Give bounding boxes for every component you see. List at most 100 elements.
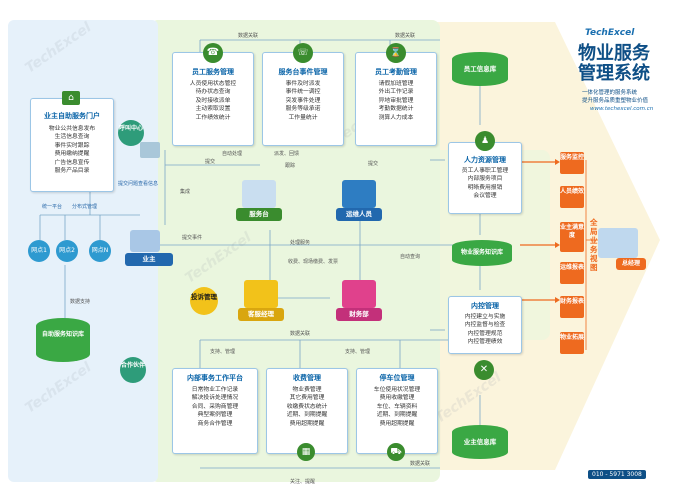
list-item: 费用超期提醒	[289, 420, 325, 427]
track-label: 跟踪	[285, 163, 296, 169]
list-item: 内控管理绩效	[467, 339, 503, 346]
service-desk-role[interactable]: 服务台	[236, 208, 282, 221]
owner-role[interactable]: 业主	[125, 253, 173, 266]
right-tag[interactable]: 财务报表	[560, 296, 584, 318]
list-item: 收缴费状态统计	[286, 403, 328, 410]
right-tag[interactable]: 运维报表	[560, 262, 584, 284]
brand-title-1: 物业服务	[578, 43, 650, 64]
internal-control-box: 内控管理 内控建立与实施 内控监督与检查 内控管理规范 内控管理绩效	[448, 296, 522, 354]
submit-event-label: 提交事件	[182, 235, 203, 241]
boss-role[interactable]: 总经理	[616, 258, 646, 270]
portal-items: 物业公共信息发布 生活信息查询 事件实时跟踪 费用缴纳提醒 广告信息宣传 服务产…	[31, 125, 113, 175]
list-item: 测算人力成本	[378, 114, 414, 121]
data-link-label: 数据关联	[290, 331, 311, 337]
property-kb: 物业服务知识库	[452, 240, 512, 266]
list-item: 异地审批管理	[378, 97, 414, 104]
phone-icon: ☎	[203, 43, 223, 63]
list-item: 费用缴纳提醒	[54, 151, 90, 158]
site-node-n[interactable]: 网点N	[89, 240, 111, 262]
brand-tagline-2: 提升服务品质重塑物业价值	[582, 98, 649, 104]
ops-role[interactable]: 运维人员	[336, 208, 382, 221]
boss-figure	[598, 228, 638, 258]
finance-role[interactable]: 财务部	[336, 308, 382, 321]
truck-icon: ⛟	[387, 443, 405, 461]
list-item: 考勤数据统计	[378, 106, 414, 113]
connector-lines	[39, 39, 481, 469]
list-item: 商务合作管理	[197, 420, 233, 427]
box-items: 物业费管理 其它费用管理 收缴费状态统计 近期、到期提醒 费用超期提醒	[267, 386, 347, 428]
ops-figure	[342, 180, 376, 208]
portal-title: 业主自助服务门户	[44, 112, 100, 120]
charges-label: 收费、现场缴费、发票	[288, 259, 339, 265]
list-item: 事件实时跟踪	[54, 142, 90, 149]
right-tag[interactable]: 物业拓展	[560, 332, 584, 354]
dispatch-label: 派发、回馈	[274, 151, 300, 157]
list-item: 广告信息宣传	[54, 159, 90, 166]
list-item: 人员使用状态管控	[189, 81, 237, 87]
submit-label: 提交	[368, 161, 379, 167]
right-tag[interactable]: 人员绩效	[560, 186, 584, 208]
data-link-label: 数据关联	[395, 33, 416, 39]
box-title: 员工考勤管理	[375, 68, 417, 76]
calculator-icon: ▦	[297, 443, 315, 461]
orange-arrows	[520, 161, 555, 301]
box-title: 收费管理	[293, 374, 321, 382]
brand-phone: 010 - 5971 3008	[588, 470, 646, 479]
platform-label: 统一平台	[42, 204, 63, 210]
people-icon: ♟	[475, 131, 495, 151]
data-link-label: 数据关联	[238, 33, 259, 39]
complaint-node[interactable]: 投诉管理	[190, 287, 218, 315]
list-item: 内控管理规范	[467, 330, 503, 337]
phone-icon	[140, 142, 160, 158]
box-items: 员工人事职工管理 内部服务项目 明晰费用报销 会议管理	[449, 167, 521, 201]
finance-figure	[342, 280, 376, 308]
manager-role[interactable]: 客服经理	[238, 308, 284, 321]
list-item: 事件及时派发	[285, 81, 321, 87]
support-label: 支持、管理	[210, 349, 236, 355]
attendance-box: ⌛ 员工考勤管理 请假加班管理 外出工作记录 异地审批管理 考勤数据统计 测算人…	[355, 43, 437, 146]
list-item: 工作绩效统计	[195, 114, 231, 121]
box-title: 员工服务管理	[192, 68, 234, 76]
self-service-kb: 自助服务知识库	[36, 318, 90, 362]
list-item: 日常物业工作记录	[191, 387, 239, 393]
list-item: 服务等级承诺	[285, 106, 321, 113]
owner-db: 业主信息库	[452, 425, 508, 459]
headset-icon: ☏	[293, 43, 313, 63]
list-item: 内控建立与实施	[464, 314, 506, 320]
list-item: 明晰费用报销	[467, 184, 503, 191]
list-item: 解决投诉处理情况	[191, 395, 239, 402]
list-item: 物业公共信息发布	[48, 126, 96, 132]
list-item: 内控监督与检查	[464, 322, 506, 329]
list-item: 物业费管理	[292, 387, 322, 393]
hourglass-icon: ⌛	[386, 43, 406, 63]
box-items: 日常物业工作记录 解决投诉处理情况 合同、采购商管理 典型案例管理 商务合作管理	[173, 386, 257, 428]
site-node-1[interactable]: 网点1	[28, 240, 50, 262]
box-title: 服务台事件管理	[278, 68, 328, 76]
list-item: 突发事件处理	[285, 97, 321, 104]
owner-figure	[130, 230, 160, 252]
data-support-label: 数据支持	[70, 299, 91, 305]
submit-label: 提交	[205, 159, 216, 165]
staff-service-box: ☎ 员工服务管理 人员使用状态管控 待办状态查询 及时接收派单 主动索取设置 工…	[172, 43, 254, 146]
staff-db: 员工信息库	[452, 52, 508, 86]
service-desk-box: ☏ 服务台事件管理 事件及时派发 事件统一调控 突发事件处理 服务等级承诺 工作…	[262, 43, 344, 146]
service-desk-figure	[242, 180, 276, 208]
list-item: 事件统一调控	[285, 89, 321, 96]
site-node-2[interactable]: 网点2	[56, 240, 78, 262]
box-items: 事件及时派发 事件统一调控 突发事件处理 服务等级承诺 工作量统计	[263, 80, 343, 122]
fee-box: 收费管理 物业费管理 其它费用管理 收缴费状态统计 近期、到期提醒 费用超期提醒…	[266, 368, 348, 461]
right-tag[interactable]: 服务监控	[560, 152, 584, 174]
owner-portal-box: ⌂ 业主自助服务门户 物业公共信息发布 生活信息查询 事件实时跟踪 费用缴纳提醒…	[30, 91, 114, 192]
box-items: 车位使用状况管理 费用收缴管理 车位、车辆资料 近期、到期提醒 费用超期提醒	[357, 386, 437, 428]
call-center-node: 呼叫中心	[118, 120, 144, 146]
right-tag[interactable]: 业主满意度	[560, 222, 584, 252]
process-service-label: 处理服务	[290, 240, 311, 246]
list-item: 外出工作记录	[378, 89, 414, 96]
global-view-label: 全局业务视图	[590, 218, 598, 272]
list-item: 费用超期提醒	[379, 420, 415, 427]
query-label: 提交问题查看信息	[118, 181, 159, 187]
box-title: 人力资源管理	[464, 156, 506, 164]
list-item: 合同、采购商管理	[191, 403, 239, 410]
tools-icon: ✕	[474, 360, 494, 380]
brand-url[interactable]: www.techexcel.com.cn	[590, 106, 654, 112]
